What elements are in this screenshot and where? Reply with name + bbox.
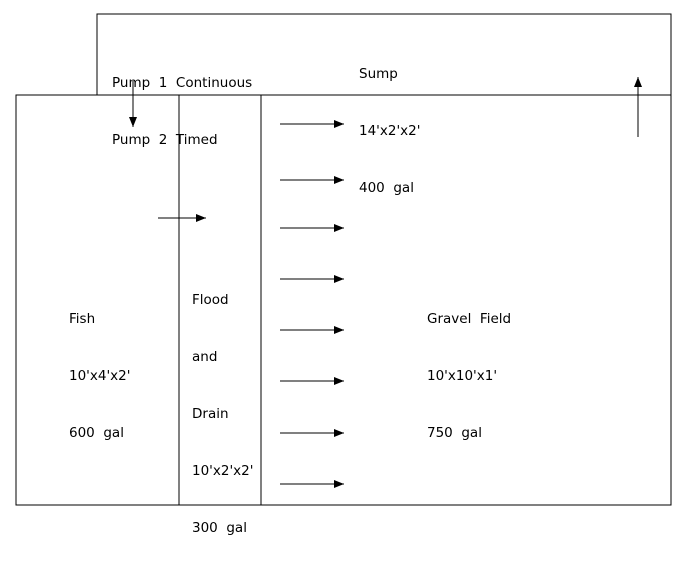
pump-label: Pump 1 Continuous Pump 2 Timed <box>112 36 252 188</box>
diagram-canvas <box>15 13 672 506</box>
flood-name-2: and <box>192 349 218 365</box>
fish-name: Fish <box>69 311 96 327</box>
fish-label: Fish 10'x4'x2' 600 gal <box>69 272 130 481</box>
pump-2-label: Pump 2 Timed <box>112 132 218 148</box>
flood-label: Flood and Drain 10'x2'x2' 300 gal <box>192 253 253 576</box>
flood-volume: 300 gal <box>192 520 247 536</box>
pump-1-label: Pump 1 Continuous <box>112 75 253 91</box>
sump-dims: 14'x2'x2' <box>359 123 421 139</box>
flood-dims: 10'x2'x2' <box>192 463 254 479</box>
sump-tank-outline <box>96 13 672 95</box>
sump-label: Sump 14'x2'x2' 400 gal <box>359 27 420 236</box>
sump-volume: 400 gal <box>359 180 414 196</box>
gravel-dims: 10'x10'x1' <box>427 368 498 384</box>
fish-dims: 10'x4'x2' <box>69 368 131 384</box>
main-tank-outline <box>15 94 672 506</box>
gravel-name: Gravel Field <box>427 311 512 327</box>
gravel-volume: 750 gal <box>427 425 482 441</box>
gravel-label: Gravel Field 10'x10'x1' 750 gal <box>427 272 511 481</box>
sump-name: Sump <box>359 66 398 82</box>
aquaponics-diagram: Pump 1 Continuous Pump 2 Timed Sump 14'x… <box>15 13 672 536</box>
flood-name-1: Flood <box>192 292 229 308</box>
flood-name-3: Drain <box>192 406 229 422</box>
fish-volume: 600 gal <box>69 425 124 441</box>
